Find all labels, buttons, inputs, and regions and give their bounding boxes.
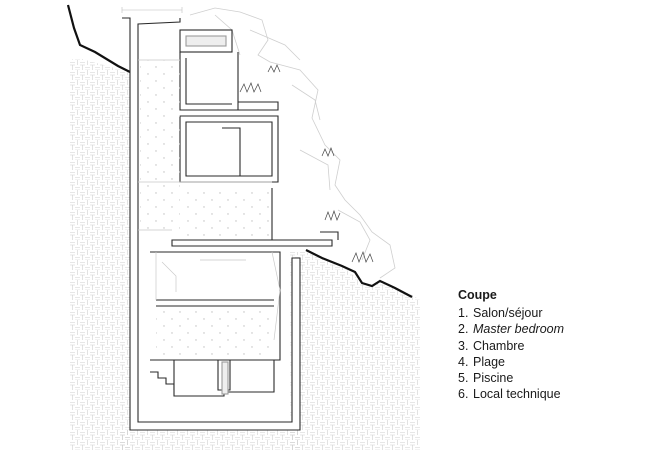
legend-item: 3. Chambre [458,338,564,354]
ground-hatch-left [70,58,130,450]
legend-item-label: Master bedroom [473,322,565,337]
legend-item-label: Plage [473,354,505,369]
legend-item-number: 4. [458,354,469,369]
terrain-line [66,4,131,73]
interior-texture-mid [186,188,272,236]
legend-item-label: Piscine [473,371,514,386]
legend-title: Coupe [458,288,497,302]
legend-item: 5. Piscine [458,370,564,386]
ground-hatch-bottom [120,430,300,450]
terrain-line-lower [305,249,413,298]
legend-item-number: 6. [458,387,469,402]
legend-item-label: Chambre [473,338,525,353]
legend-item: 4. Plage [458,354,564,370]
building-section [122,17,339,431]
interior-texture-upper [140,60,180,230]
interior-details [138,59,281,341]
legend: Coupe 1. Salon/séjour 2. Master bedroom … [458,287,564,402]
legend-item: 1. Salon/séjour [458,305,564,321]
interior-texture-lower [156,308,274,358]
legend-item-number: 2. [458,322,469,337]
legend-item: 6. Local technique [458,386,564,402]
dimension-marker [121,7,183,13]
legend-item-label: Local technique [473,387,561,402]
plant-icon [239,64,374,264]
legend-item-number: 5. [458,371,469,386]
legend-item: 2. Master bedroom [458,321,564,337]
legend-item-number: 3. [458,338,469,353]
rock-outline [189,7,396,279]
ground-hatch-right [290,252,420,450]
legend-item-number: 1. [458,306,469,321]
legend-item-label: Salon/séjour [473,306,543,321]
